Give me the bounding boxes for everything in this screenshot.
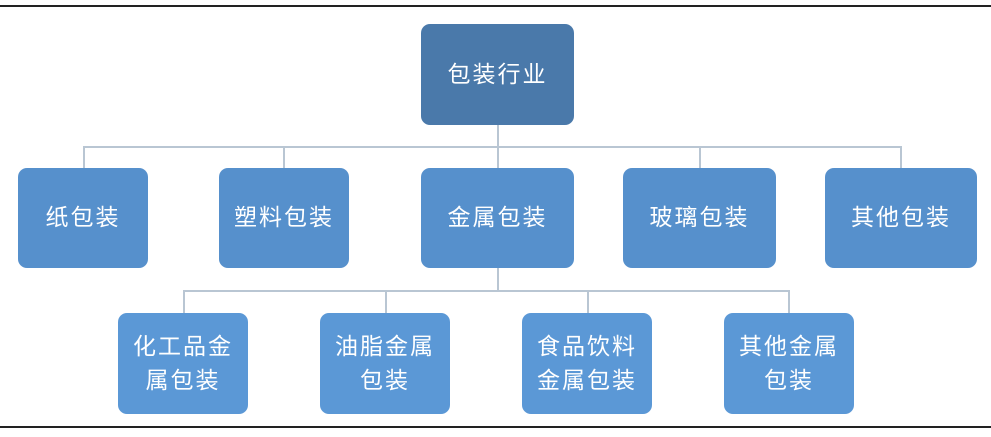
node-metal-packaging: 金属包装 <box>421 168 574 268</box>
node-glass-packaging: 玻璃包装 <box>623 168 776 268</box>
node-oil-metal-packaging: 油脂金属包装 <box>320 313 450 414</box>
node-packaging-industry: 包装行业 <box>421 24 574 125</box>
node-food-beverage-metal-packaging: 食品饮料金属包装 <box>522 313 652 414</box>
connector <box>183 290 789 292</box>
connector <box>83 146 902 148</box>
connector <box>183 290 185 313</box>
connector <box>283 146 285 168</box>
connector <box>699 146 701 168</box>
connector <box>497 268 499 291</box>
node-other-packaging: 其他包装 <box>825 168 977 268</box>
connector <box>83 146 85 168</box>
top-rule <box>0 5 991 7</box>
bottom-rule <box>0 426 991 428</box>
node-other-metal-packaging: 其他金属包装 <box>724 313 854 414</box>
connector <box>788 290 790 313</box>
connector <box>587 290 589 313</box>
connector <box>385 290 387 313</box>
connector <box>900 146 902 168</box>
node-plastic-packaging: 塑料包装 <box>219 168 349 268</box>
node-chemical-metal-packaging: 化工品金属包装 <box>118 313 248 414</box>
node-paper-packaging: 纸包装 <box>18 168 148 268</box>
